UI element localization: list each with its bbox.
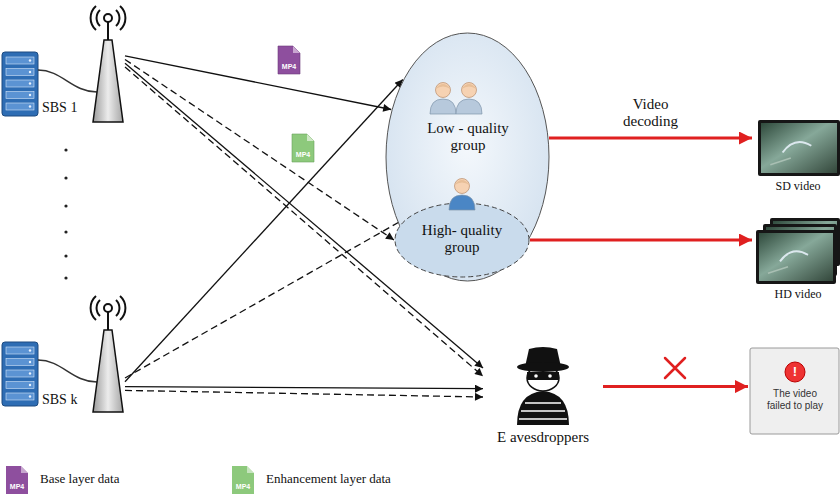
enhancement-link: [125, 217, 408, 378]
legend-swatch-fold: [247, 466, 254, 473]
ellipsis-dots: [64, 148, 67, 279]
legend-swatch-fill: [6, 466, 28, 494]
decoding-arrow: [549, 137, 752, 140]
legend-swatch-fold: [21, 466, 28, 473]
legend-text: Base layer data: [40, 472, 119, 487]
base-station: SBS 1: [0, 0, 125, 124]
node-label: Low - quality group: [419, 120, 517, 155]
base-link: [125, 56, 391, 110]
enhancement-link: [125, 390, 483, 397]
playback-error-screen: ! The video failed to play: [748, 348, 840, 438]
decoding-arrow: [530, 239, 752, 242]
file-type-label: MP4: [232, 482, 254, 491]
node-label: High- quality group: [412, 222, 512, 257]
node-label: E avesdroppers: [483, 429, 603, 446]
legend-swatch-fill: [232, 466, 254, 494]
node-label: HD video: [752, 288, 840, 302]
user-group-ellipse: Low - quality groupHigh- quality group: [385, 32, 550, 282]
enhancement-link: [125, 60, 394, 241]
node-label: !: [785, 364, 805, 380]
legend-text: Enhancement layer data: [266, 472, 391, 487]
file-type-label: MP4: [278, 62, 300, 71]
enhancement-layer-file-icon: [292, 134, 314, 162]
node-label: SBS k: [42, 392, 77, 408]
base-link: [125, 80, 403, 382]
blocked-cross: [665, 358, 685, 378]
file-type-label: MP4: [292, 150, 314, 159]
decoding-arrow: [603, 385, 748, 388]
node-label: SD video: [752, 180, 840, 194]
file-type-label: MP4: [6, 482, 28, 491]
user-group-ellipse: High- quality group: [394, 202, 530, 278]
eavesdropper-figure: E avesdroppers: [483, 345, 603, 449]
edge-label: Video decoding: [612, 96, 690, 131]
base-layer-file-icon: [278, 46, 300, 74]
video-screen: SD video: [752, 120, 840, 198]
video-screen-stack: HD video: [752, 218, 840, 304]
node-label: The video failed to play: [760, 388, 830, 411]
base-link: [125, 387, 483, 389]
node-label: SBS 1: [42, 100, 77, 116]
base-station: SBS k: [0, 290, 125, 414]
